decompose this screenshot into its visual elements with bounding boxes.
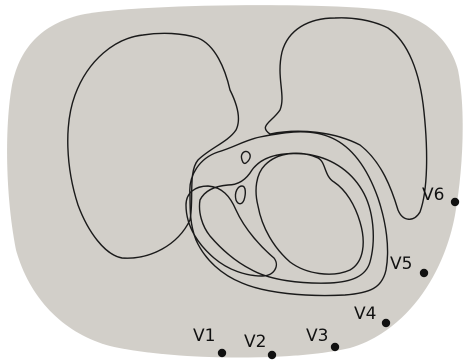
electrode-dot [451,198,459,206]
electrode-dot [218,349,226,357]
electrode-label: V3 [306,326,328,346]
electrode-dot [382,319,390,327]
electrode-label: V6 [422,185,444,205]
torso-outline [7,5,463,357]
electrode-label: V2 [244,332,266,352]
electrode-label: V1 [193,326,215,346]
electrode-label: V4 [354,304,376,324]
electrode-dot [331,343,339,351]
electrode-label: V5 [390,254,412,274]
electrode-dot [268,351,276,359]
electrode-dot [420,269,428,277]
